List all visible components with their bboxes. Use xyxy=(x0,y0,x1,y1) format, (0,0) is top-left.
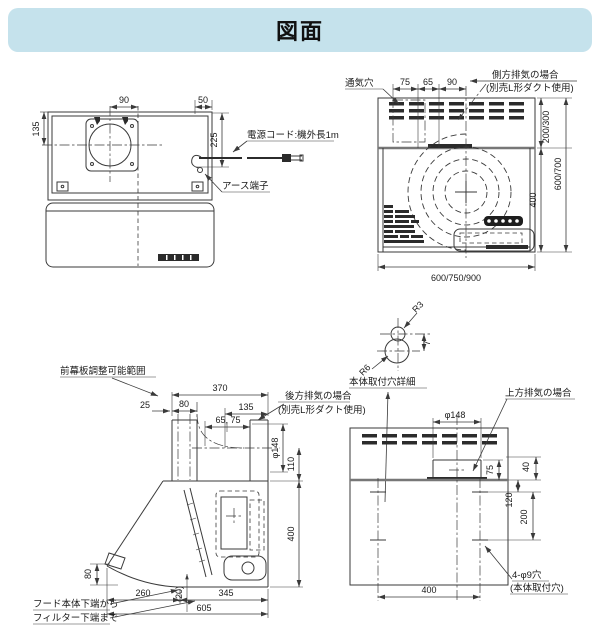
rear-view-drawing: 7 R3 R6 本体取付穴詳細 xyxy=(349,299,575,601)
dim-label: 90 xyxy=(119,95,129,105)
side-exhaust-label2: (別売L形ダクト使用) xyxy=(486,82,574,94)
dim-label: 200/300 xyxy=(541,111,551,144)
dim-label: 80 xyxy=(83,569,93,579)
earth-terminal xyxy=(197,167,203,173)
power-cord xyxy=(191,154,304,169)
page-title: 図面 xyxy=(275,19,324,44)
dim-label: 90 xyxy=(447,77,457,87)
dim-label: 25 xyxy=(140,400,150,410)
dim-label: 605 xyxy=(196,603,211,613)
dim-label: 345 xyxy=(218,588,233,598)
dim-label: 600/700 xyxy=(553,158,563,191)
dim-label: 110 xyxy=(286,457,296,471)
rear-exhaust-label2: (別売L形ダクト使用) xyxy=(278,404,366,416)
side-exhaust-label: 側方排気の場合 xyxy=(492,69,559,81)
dim-label: 75 xyxy=(485,465,495,475)
dim-label: 135 xyxy=(31,121,41,136)
top-exhaust-label: 上方排気の場合 xyxy=(505,387,572,399)
hood-bottom-label: フード本体下端から xyxy=(33,598,119,610)
dim-label: 260 xyxy=(135,588,150,598)
vent-hole-label: 通気穴 xyxy=(345,77,374,89)
dim-label: φ148 xyxy=(270,438,280,459)
dim-label: 225 xyxy=(209,132,219,147)
control-strip xyxy=(158,254,199,261)
dim-label: 40 xyxy=(521,462,531,472)
filter xyxy=(183,487,213,578)
mount-holes-label: 4-φ9穴 xyxy=(512,569,542,581)
page-header: 図面 xyxy=(8,8,592,52)
lamp-housing xyxy=(223,555,267,581)
power-cord-label: 電源コード:機外長1m xyxy=(247,129,339,141)
dim-label: (20) xyxy=(174,586,184,602)
side-duct-position xyxy=(392,99,426,143)
dim-label: 50 xyxy=(198,95,208,105)
dim-label: 80 xyxy=(179,399,189,409)
dim-label: 65, 75 xyxy=(215,415,240,425)
dim-label: R6 xyxy=(357,362,372,377)
dim-label: 400 xyxy=(286,526,296,541)
dim-label: φ148 xyxy=(445,410,466,420)
lamp-tray xyxy=(453,228,535,252)
dim-label: 65 xyxy=(423,77,433,87)
dim-label: 600/750/900 xyxy=(431,273,481,283)
dim-label: 7 xyxy=(422,340,432,345)
top-view-drawing: 90 50 135 225 電源コード:機外長1m xyxy=(31,95,339,268)
hole-detail-label: 本体取付穴詳細 xyxy=(349,376,416,388)
front-view-drawing: 75 65 90 通気穴 側方排気の場合 (別売L形ダクト使用) 600/750… xyxy=(345,69,577,283)
side-view-drawing: 370 25 80 135 65, 75 φ148 110 400 xyxy=(33,365,366,625)
front-panel-range-label: 前幕板調整可能範囲 xyxy=(60,365,146,377)
filter-bottom-label: フィルター下端まで xyxy=(33,612,118,624)
dim-label: 75 xyxy=(400,77,410,87)
rear-vent-slots xyxy=(362,434,497,445)
dim-label: 400 xyxy=(528,192,538,207)
rating-label xyxy=(384,205,424,243)
rear-exhaust-label: 後方排気の場合 xyxy=(285,390,352,402)
lamp xyxy=(241,561,255,575)
dim-label: 135 xyxy=(238,402,253,412)
mounting-hole-detail: 7 R3 R6 xyxy=(357,299,432,377)
vent-slots xyxy=(389,102,524,120)
dim-label: 370 xyxy=(212,383,227,393)
motor xyxy=(220,496,248,550)
dim-label: R3 xyxy=(410,299,425,314)
fan xyxy=(407,133,512,251)
earth-label: アース端子 xyxy=(222,180,269,192)
mounting-holes xyxy=(370,478,488,601)
dim-label: 200 xyxy=(519,509,529,524)
dim-label: 400 xyxy=(421,585,436,595)
dim-label: 120 xyxy=(504,492,514,507)
mount-holes-label2: (本体取付穴) xyxy=(510,582,564,594)
